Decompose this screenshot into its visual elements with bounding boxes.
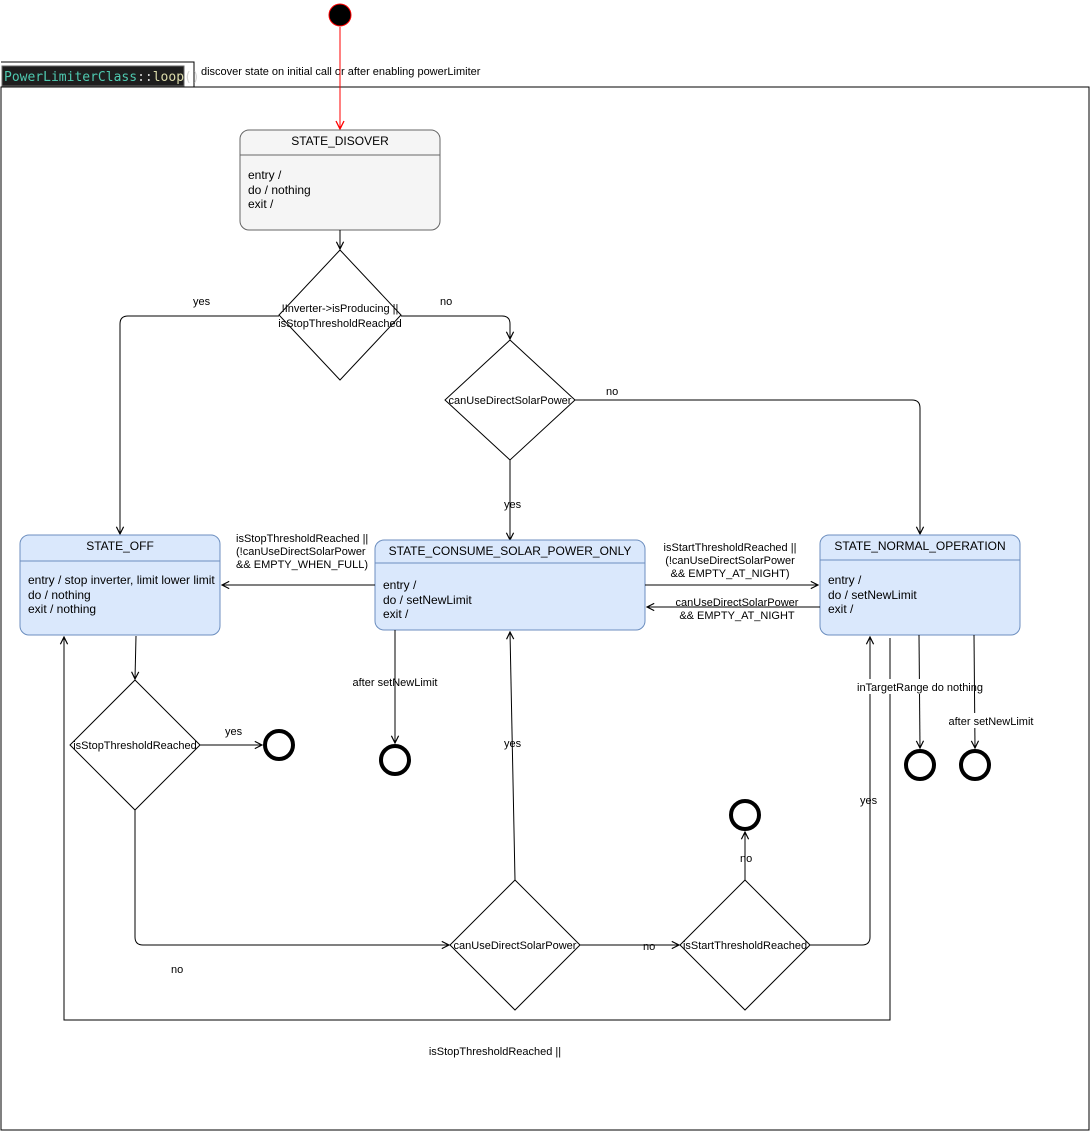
- in-target-label: inTargetRange do nothing: [857, 682, 983, 694]
- normal-to-consume-label-2: && EMPTY_AT_NIGHT: [679, 610, 795, 622]
- decision-direct-solar-label: canUseDirectSolarPower: [449, 395, 572, 407]
- frame-note: discover state on initial call or after …: [201, 66, 481, 78]
- state-normal-entry: entry /: [828, 573, 862, 587]
- final-node-normal: [959, 749, 991, 781]
- decision-producing-line1: !Inverter->isProducing ||: [282, 303, 399, 315]
- frame-label-sep: ::: [137, 70, 153, 85]
- d1-yes-label: yes: [193, 296, 211, 308]
- final-node-off: [263, 729, 295, 761]
- state-discover-title: STATE_DISOVER: [291, 134, 389, 148]
- d1-no-label: no: [440, 296, 452, 308]
- normal-after-transition: [974, 634, 975, 748]
- state-off-entry: entry / stop inverter, limit lower limit: [28, 573, 215, 587]
- state-normal-operation: STATE_NORMAL_OPERATION entry / do / setN…: [819, 534, 1021, 636]
- d4-yes-label: yes: [504, 738, 522, 750]
- off-to-d3: [135, 635, 136, 679]
- frame-label-parens: (): [184, 70, 200, 85]
- consume-to-off-label-2: (!canUseDirectSolarPower: [236, 546, 366, 558]
- decision-start-threshold: [679, 879, 811, 1011]
- consume-to-normal-label-1: isStartThresholdReached ||: [664, 542, 797, 554]
- d5-yes-label: yes: [860, 795, 878, 807]
- frame-code-label: PowerLimiterClass::loop(): [4, 70, 200, 85]
- state-consume-entry: entry /: [383, 578, 417, 592]
- state-consume-solar: STATE_CONSUME_SOLAR_POWER_ONLY entry / d…: [374, 539, 646, 631]
- decision-start-threshold-label: isStartThresholdReached: [683, 940, 807, 952]
- initial-node: [328, 3, 352, 27]
- frame-label-fn: loop: [153, 70, 184, 85]
- d3-no-transition: [134, 810, 449, 945]
- final-node-consume: [379, 744, 411, 776]
- state-consume-do: do / setNewLimit: [383, 593, 472, 607]
- loop-frame: [0, 86, 1090, 1131]
- d4-yes-transition: [510, 632, 516, 881]
- d5-yes-transition: [810, 637, 870, 946]
- consume-to-normal-label-2: (!canUseDirectSolarPower: [665, 555, 795, 567]
- state-discover-do: do / nothing: [248, 183, 311, 197]
- decision-direct-solar-bottom-label: canUseDirectSolarPower: [454, 940, 577, 952]
- state-off: STATE_OFF entry / stop inverter, limit l…: [19, 534, 221, 636]
- normal-to-off-transition: [64, 637, 891, 1021]
- d1-no-transition: [401, 315, 510, 339]
- state-consume-exit: exit /: [383, 607, 409, 621]
- d1-yes-transition: [120, 315, 279, 534]
- state-off-title: STATE_OFF: [86, 539, 154, 553]
- normal-to-consume-label-1: canUseDirectSolarPower: [676, 597, 799, 609]
- state-consume-title: STATE_CONSUME_SOLAR_POWER_ONLY: [389, 544, 632, 558]
- final-node-in-target: [904, 749, 936, 781]
- consume-to-off-label-1: isStopThresholdReached ||: [236, 533, 368, 545]
- state-discover: STATE_DISOVER entry / do / nothing exit …: [239, 129, 441, 231]
- normal-after-label-bg: [946, 713, 1036, 728]
- d3-yes-label: yes: [225, 726, 243, 738]
- state-off-do: do / nothing: [28, 588, 91, 602]
- d4-no-label: no: [643, 941, 655, 953]
- decision-stop-threshold-label: isStopThresholdReached: [73, 740, 197, 752]
- d3-no-label: no: [171, 964, 183, 976]
- frame-code-label-bg: [1, 65, 185, 87]
- d2-no-transition: [575, 399, 920, 534]
- decision-producing-line2: isStopThresholdReached: [278, 318, 402, 330]
- consume-to-normal-label-3: && EMPTY_AT_NIGHT): [671, 568, 790, 580]
- in-target-label-bg: [855, 679, 983, 694]
- consume-to-off-label-3: && EMPTY_WHEN_FULL): [236, 559, 368, 571]
- d2-yes-label: yes: [504, 499, 522, 511]
- state-discover-entry: entry /: [248, 168, 282, 182]
- state-normal-do: do / setNewLimit: [828, 588, 917, 602]
- state-off-exit: exit / nothing: [28, 602, 96, 616]
- d2-no-label: no: [606, 386, 618, 398]
- state-discover-exit: exit /: [248, 197, 274, 211]
- frame-tab: [1, 61, 195, 87]
- final-node-start: [729, 799, 761, 831]
- decision-producing: [278, 249, 402, 381]
- consume-after-label: after setNewLimit: [353, 677, 438, 689]
- frame-label-class: PowerLimiterClass: [4, 70, 137, 85]
- decision-direct-solar-bottom: [449, 879, 581, 1011]
- d5-no-label: no: [740, 853, 752, 865]
- state-normal-exit: exit /: [828, 602, 854, 616]
- bottom-label: isStopThresholdReached ||: [429, 1046, 561, 1058]
- state-normal-title: STATE_NORMAL_OPERATION: [834, 539, 1005, 553]
- normal-after-label: after setNewLimit: [949, 716, 1034, 728]
